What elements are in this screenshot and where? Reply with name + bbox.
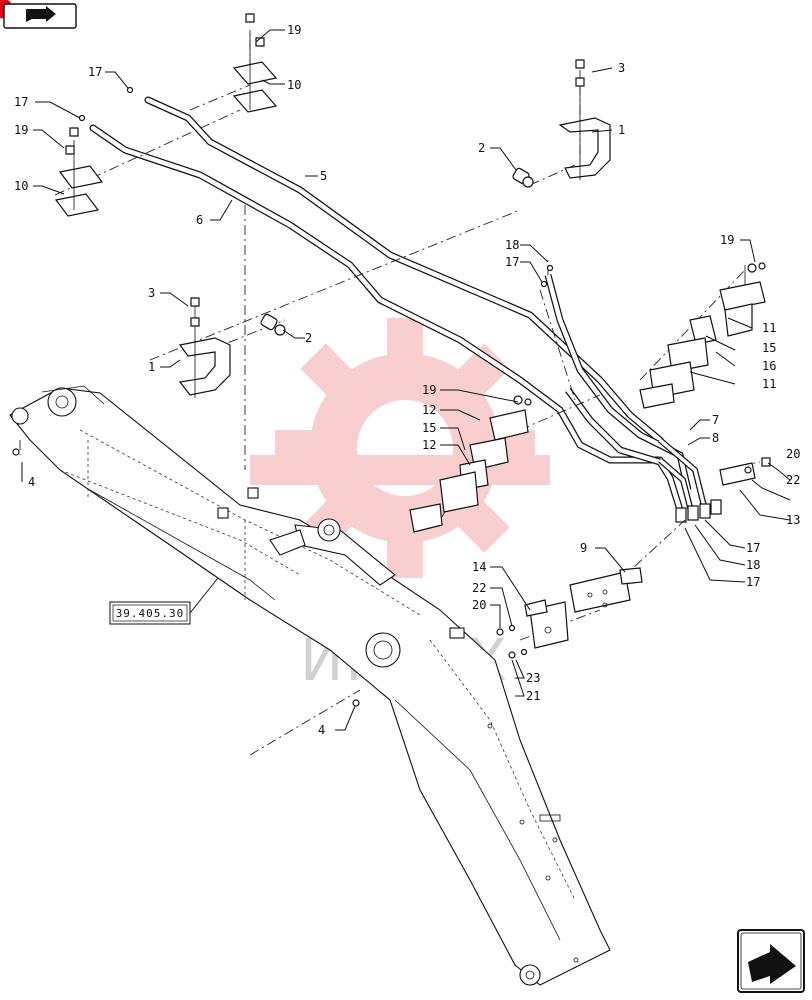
label-20: 20 [472, 598, 486, 612]
clamp-11-right [639, 262, 766, 409]
label-4: 4 [28, 475, 35, 489]
pipe-5 [144, 96, 664, 444]
boom-assembly [9, 385, 611, 986]
label-19: 19 [287, 23, 301, 37]
label-19: 19 [422, 383, 436, 397]
pin-2-top [512, 167, 534, 188]
label-5: 5 [320, 169, 327, 183]
label-2: 2 [478, 141, 485, 155]
label-14: 14 [472, 560, 486, 574]
label-22: 22 [472, 581, 486, 595]
label-6: 6 [196, 213, 203, 227]
label-17: 17 [14, 95, 28, 109]
label-7: 7 [712, 413, 719, 427]
pipe-ends [658, 437, 722, 523]
label-18: 18 [505, 238, 519, 252]
label-3: 3 [618, 61, 625, 75]
pin-2-left [260, 313, 286, 336]
bracket-13 [719, 462, 756, 486]
label-16: 16 [762, 359, 776, 373]
reference-box[interactable]: 39.405.30 [109, 577, 219, 625]
label-15: 15 [762, 341, 776, 355]
label-20: 20 [786, 447, 800, 461]
part-labels: 19 10 17 17 19 10 6 5 3 1 2 3 1 2 18 17 … [14, 23, 800, 737]
label-11: 11 [762, 377, 776, 391]
pipe-6 [89, 124, 664, 464]
label-8: 8 [712, 431, 719, 445]
prev-page-arrow-icon[interactable] [0, 0, 77, 29]
fasteners [78, 86, 771, 659]
label-17: 17 [746, 541, 760, 555]
leader-lines [21, 29, 791, 731]
label-17: 17 [746, 575, 760, 589]
label-22: 22 [786, 473, 800, 487]
label-15: 15 [422, 421, 436, 435]
label-17: 17 [505, 255, 519, 269]
label-18: 18 [746, 558, 760, 572]
label-4: 4 [318, 723, 325, 737]
label-12: 12 [422, 438, 436, 452]
label-23: 23 [526, 671, 540, 685]
label-3: 3 [148, 286, 155, 300]
bracket-1-left [178, 297, 231, 398]
pipe-8 [565, 387, 684, 512]
label-12: 12 [422, 403, 436, 417]
label-10: 10 [14, 179, 28, 193]
label-19: 19 [720, 233, 734, 247]
label-13: 13 [786, 513, 800, 527]
label-9: 9 [580, 541, 587, 555]
clamp-12-center [409, 395, 532, 533]
label-1: 1 [618, 123, 625, 137]
manifold-9 [569, 567, 643, 613]
label-17: 17 [88, 65, 102, 79]
bracket-1-top [558, 59, 611, 180]
clamp-10-top [232, 13, 278, 113]
label-10: 10 [287, 78, 301, 92]
label-2: 2 [305, 331, 312, 345]
clamp-10-left [54, 127, 104, 217]
label-19: 19 [14, 123, 28, 137]
label-11: 11 [762, 321, 776, 335]
reference-label: 39.405.30 [116, 607, 185, 620]
label-21: 21 [526, 689, 540, 703]
plate-14 [524, 599, 569, 649]
label-1: 1 [148, 360, 155, 374]
next-page-arrow-icon[interactable] [737, 929, 805, 993]
